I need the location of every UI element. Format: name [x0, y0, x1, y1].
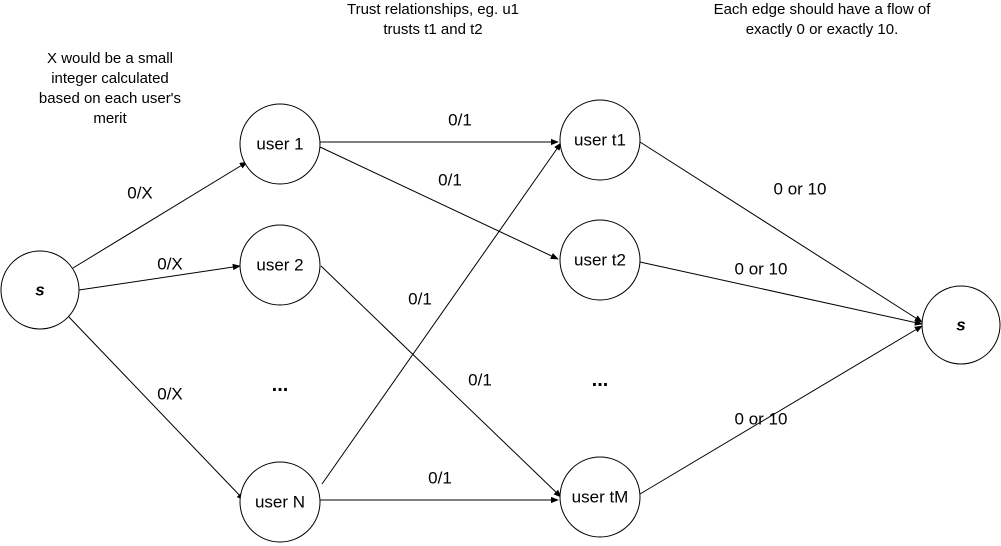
merit-note-line: based on each user's [38, 90, 182, 107]
edge-tM-sink [639, 325, 923, 495]
t1-node-label: user t1 [574, 131, 626, 150]
user2-node-label: user 2 [256, 256, 303, 275]
sink-node-label: s [956, 316, 965, 335]
edge-s-userN [67, 315, 245, 501]
trust-note: Trust relationships, eg. u1 trusts t1 an… [318, 0, 548, 40]
userN-node[interactable] [239, 461, 321, 543]
merit-note-line: X would be a small [47, 50, 173, 67]
edge-label-t1-sink: 0 or 10 [774, 180, 827, 199]
edge-s-user2 [78, 263, 241, 291]
flow-note-line: exactly 0 or exactly 10. [745, 21, 899, 38]
flow-note: Each edge should have a flow of exactly … [672, 0, 972, 40]
edge-label-userN-t1: 0/1 [408, 290, 432, 309]
merit-note-line: merit [93, 110, 127, 127]
t2-node-label: user t2 [574, 251, 626, 270]
flow-note-line: Each edge should have a flow of [713, 1, 931, 18]
edge-label-userN-tM: 0/1 [428, 469, 452, 488]
edge-label-t2-sink: 0 or 10 [735, 260, 788, 279]
merit-note: X would be a small integer calculated ba… [20, 49, 200, 129]
user2-node[interactable] [239, 224, 321, 306]
user1-node-label: user 1 [256, 135, 303, 154]
edge-label-user1-t1: 0/1 [448, 111, 472, 130]
tM-node-label: user tM [572, 488, 629, 507]
source-node[interactable] [0, 250, 80, 330]
user1-node[interactable] [239, 103, 321, 185]
edge-user1-t2 [319, 146, 559, 260]
targets-ellipsis: ... [592, 369, 609, 391]
sink-node[interactable] [921, 285, 1001, 365]
edge-s-user1 [72, 161, 248, 269]
source-node-label: s [35, 281, 44, 300]
userN-node-label: user N [255, 493, 305, 512]
t1-node[interactable] [559, 99, 641, 181]
users-ellipsis: ... [272, 374, 289, 396]
tM-node[interactable] [559, 456, 641, 538]
edge-label-s-user2: 0/X [157, 255, 183, 274]
edge-userN-t1 [321, 142, 562, 485]
edge-user2-tM [320, 265, 562, 498]
t2-node[interactable] [559, 219, 641, 301]
edge-label-tM-sink: 0 or 10 [735, 410, 788, 429]
edge-label-s-user1: 0/X [127, 184, 153, 203]
edge-label-user1-t2: 0/1 [438, 171, 462, 190]
edge-t2-sink [639, 261, 923, 326]
edge-label-user2-tM: 0/1 [468, 371, 492, 390]
edge-t1-sink [639, 141, 923, 323]
merit-note-line: integer calculated [51, 70, 169, 87]
trust-note-line: trusts t1 and t2 [383, 21, 483, 38]
trust-note-line: Trust relationships, eg. u1 [346, 1, 520, 18]
edge-label-s-userN: 0/X [157, 385, 183, 404]
